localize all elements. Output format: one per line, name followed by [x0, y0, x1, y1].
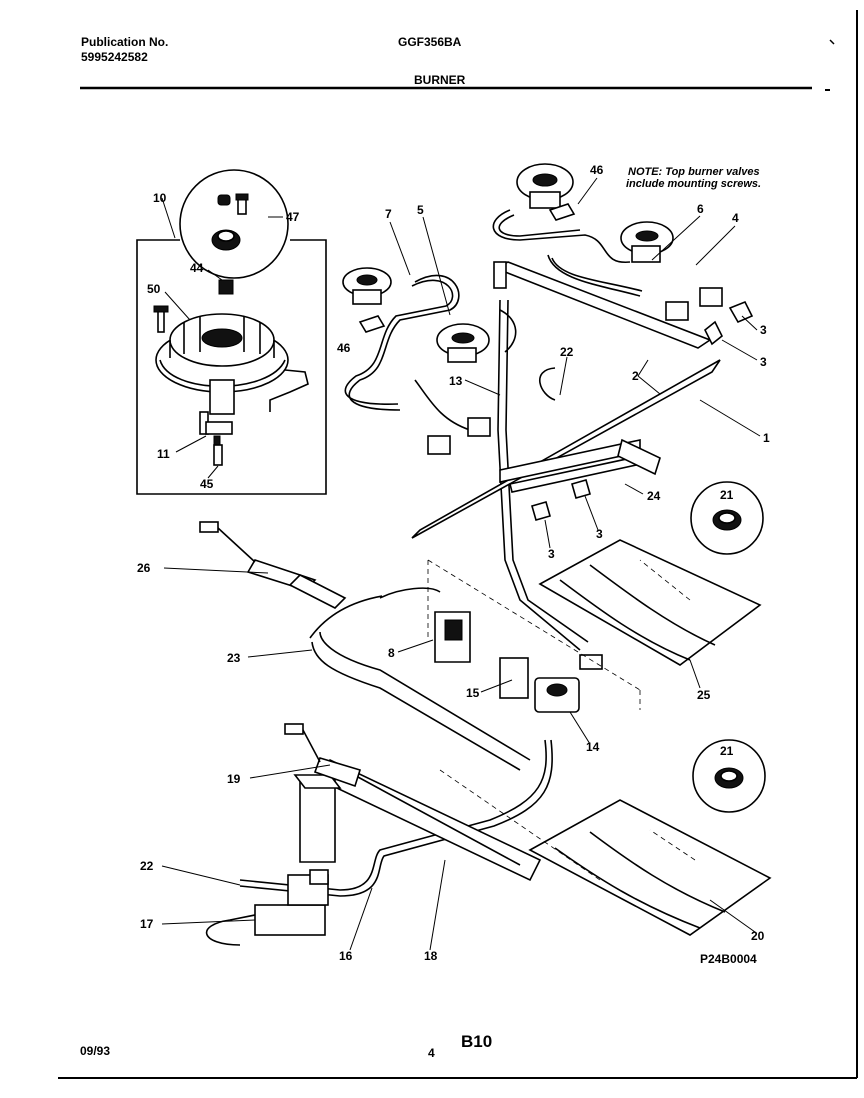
callout-4: 4: [732, 211, 739, 225]
callout-25: 25: [697, 688, 711, 702]
callout-16: 16: [339, 949, 353, 963]
callout-45: 45: [200, 477, 214, 491]
callout-46-top: 46: [590, 163, 604, 177]
callout-11: 11: [157, 447, 170, 461]
callout-22-top: 22: [560, 345, 574, 359]
callout-24: 24: [647, 489, 661, 503]
leader-lines: [161, 177, 761, 951]
callout-15: 15: [466, 686, 480, 700]
callout-20: 20: [751, 929, 765, 943]
section-title: BURNER: [414, 73, 466, 87]
callout-10: 10: [153, 191, 167, 205]
inset-magnifier-circle: [179, 169, 289, 279]
screw-head: [217, 194, 231, 206]
callout-50: 50: [147, 282, 161, 296]
callout-21-lower: 21: [720, 744, 734, 758]
callout-7: 7: [385, 207, 392, 221]
callout-8: 8: [388, 646, 395, 660]
callout-3-right-lower: 3: [760, 355, 767, 369]
callout-22-bottom: 22: [140, 859, 154, 873]
note-line-1: NOTE: Top burner valves: [628, 166, 760, 178]
burner-valves: [427, 287, 754, 521]
footer-date: 09/93: [80, 1044, 111, 1058]
callout-44: 44: [190, 261, 204, 275]
callout-18: 18: [424, 949, 438, 963]
top-burners: [342, 163, 674, 363]
callout-17: 17: [140, 917, 154, 931]
callout-3-right-upper: 3: [760, 323, 767, 337]
screw-45: [213, 444, 223, 466]
oven-burners: [293, 587, 542, 882]
callout-5: 5: [417, 203, 424, 217]
regulator-assembly: [254, 611, 603, 936]
callout-6: 6: [697, 202, 704, 216]
inset-burner-assembly: [136, 169, 327, 495]
burner-neck: [209, 379, 235, 415]
model-number: GGF356BA: [398, 35, 462, 49]
callout-21-upper: 21: [720, 488, 734, 502]
callout-3-mid-left: 3: [548, 547, 555, 561]
igniters: [199, 521, 362, 788]
footer-code: B10: [461, 1032, 493, 1051]
callout-3-mid-right: 3: [596, 527, 603, 541]
gas-tubing: [206, 209, 643, 946]
projection-lines: [427, 559, 696, 881]
callout-13: 13: [449, 374, 463, 388]
figure-code: P24B0004: [700, 952, 757, 966]
callout-26: 26: [137, 561, 151, 575]
callout-2: 2: [632, 369, 639, 383]
publication-number: 5995242582: [81, 50, 148, 64]
callout-1: 1: [763, 431, 770, 445]
nut-inserts: [690, 481, 766, 813]
callout-47: 47: [286, 210, 300, 224]
burner-baffles: [528, 539, 772, 936]
callout-46-left: 46: [337, 341, 351, 355]
footer-page-number: 4: [428, 1046, 435, 1060]
callout-14: 14: [586, 740, 600, 754]
publication-label: Publication No.: [81, 35, 169, 49]
callout-23: 23: [227, 651, 241, 665]
note-line-2: include mounting screws.: [626, 178, 762, 190]
callout-19: 19: [227, 772, 241, 786]
